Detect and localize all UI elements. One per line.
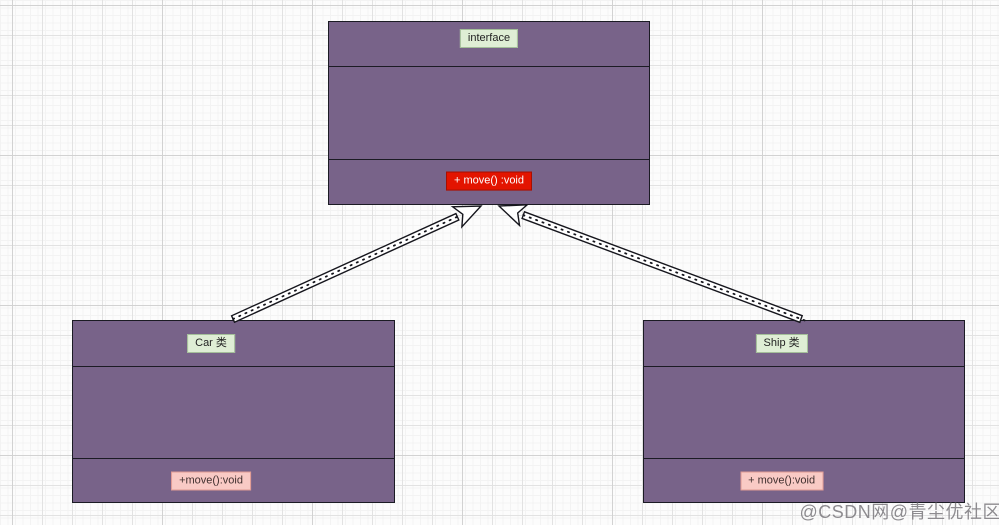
ship-fields-section	[644, 366, 964, 458]
ship-title-section: Ship 类	[644, 321, 964, 366]
car-fields-section	[73, 366, 394, 458]
ship-method-label[interactable]: + move():void	[740, 471, 824, 490]
interface-method-label[interactable]: + move() :void	[446, 171, 532, 191]
car-title-section: Car 类	[73, 321, 394, 366]
ship-methods-section: + move():void	[644, 458, 964, 502]
csdn-watermark: @CSDN网@青尘优社区	[799, 502, 999, 522]
car-title-label[interactable]: Car 类	[187, 334, 235, 353]
ship-class-box[interactable]: Ship 类 + move():void	[643, 320, 965, 503]
interface-methods-section: + move() :void	[329, 159, 649, 204]
interface-title-section: interface	[329, 22, 649, 66]
car-realization-arrow[interactable]	[230, 205, 483, 324]
interface-class-box[interactable]: interface + move() :void	[328, 21, 650, 205]
ship-title-label[interactable]: Ship 类	[755, 334, 808, 353]
ship-realization-arrow[interactable]	[497, 204, 809, 324]
hollow-arrowhead-icon	[450, 205, 483, 229]
interface-fields-section	[329, 66, 649, 159]
interface-title-label[interactable]: interface	[459, 29, 519, 48]
car-methods-section: +move():void	[73, 458, 394, 502]
hollow-arrowhead-icon	[497, 204, 530, 228]
car-method-label[interactable]: +move():void	[171, 471, 251, 490]
